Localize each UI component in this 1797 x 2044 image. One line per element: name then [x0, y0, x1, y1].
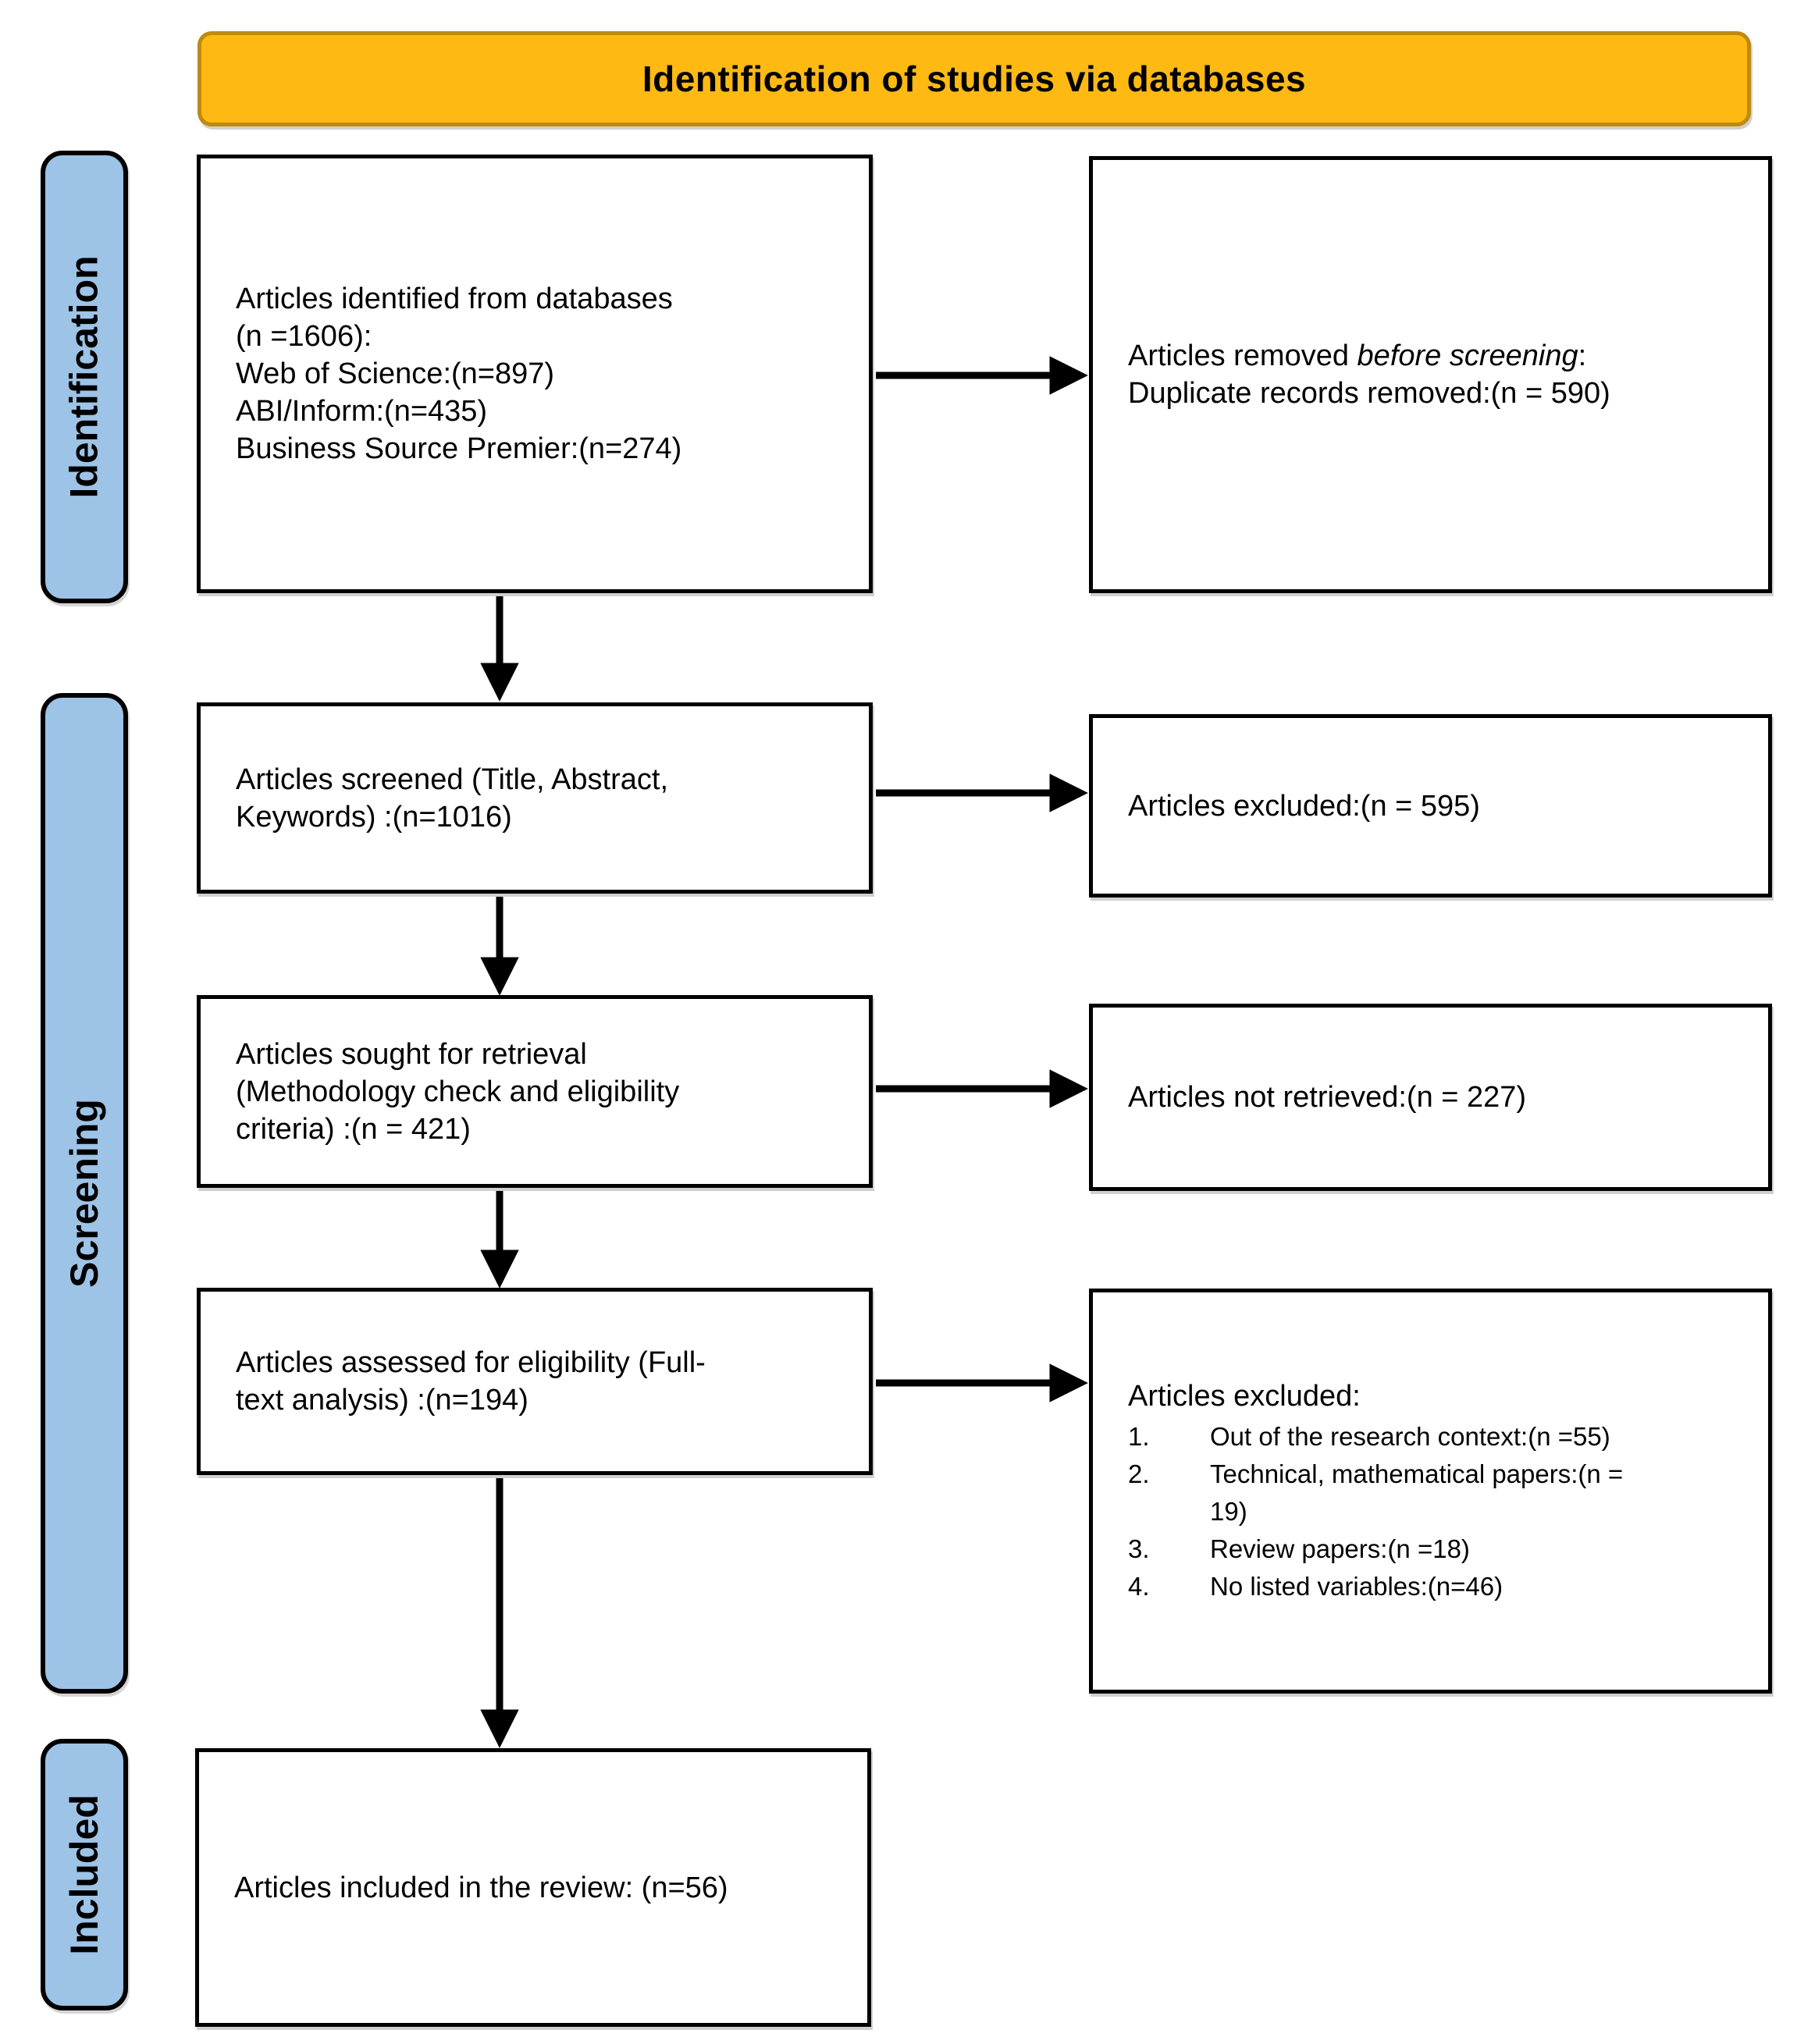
stage-label-included: Included: [41, 1739, 128, 2010]
box-articles-identified-line: Web of Science:(n=897): [236, 357, 555, 390]
list-item-number: 2.: [1128, 1459, 1150, 1488]
box-articles-not-retrieved: Articles not retrieved:(n = 227): [1089, 1004, 1772, 1191]
stage-label-screening: Screening: [41, 693, 128, 1694]
box-articles-excluded-eligibility-title: Articles excluded:: [1128, 1379, 1361, 1413]
stage-label-identification: Identification: [41, 151, 128, 603]
box-articles-assessed-line: Articles assessed for eligibility (Full-: [236, 1346, 706, 1379]
stage-identification-text: Identification: [62, 255, 107, 499]
box-articles-sought-line: Articles sought for retrieval: [236, 1037, 587, 1071]
box-articles-sought-line: (Methodology check and eligibility: [236, 1075, 680, 1108]
list-item-text: Technical, mathematical papers:(n = 19): [1210, 1459, 1624, 1526]
box-articles-not-retrieved-text: Articles not retrieved:(n = 227): [1128, 1081, 1527, 1114]
box-articles-removed: Articles removed before screening: Dupli…: [1089, 156, 1772, 593]
box-articles-sought: Articles sought for retrieval (Methodolo…: [197, 995, 873, 1188]
list-item: 4. No listed variables:(n=46): [1128, 1568, 1745, 1605]
list-item: 1. Out of the research context:(n =55): [1128, 1418, 1745, 1456]
list-item: 3. Review papers:(n =18): [1128, 1530, 1745, 1568]
box-articles-removed-line: Duplicate records removed:(n = 590): [1128, 377, 1610, 410]
box-articles-included: Articles included in the review: (n=56): [195, 1748, 871, 2027]
list-item-number: 3.: [1128, 1534, 1150, 1563]
list-item-number: 1.: [1128, 1421, 1150, 1451]
box-articles-screened-line: Articles screened (Title, Abstract,: [236, 763, 669, 796]
removed-suffix: :: [1578, 339, 1587, 372]
list-item: 2. Technical, mathematical papers:(n = 1…: [1128, 1456, 1745, 1530]
box-articles-assessed: Articles assessed for eligibility (Full-…: [197, 1288, 873, 1475]
stage-screening-text: Screening: [62, 1099, 106, 1288]
box-articles-screened-line: Keywords) :(n=1016): [236, 800, 512, 834]
list-item-text: Out of the research context:(n =55): [1210, 1421, 1610, 1451]
box-articles-identified-line: ABI/Inform:(n=435): [236, 395, 488, 428]
list-item-text: No listed variables:(n=46): [1210, 1571, 1503, 1601]
box-articles-excluded-screening-text: Articles excluded:(n = 595): [1128, 789, 1480, 823]
stage-included-text: Included: [62, 1794, 107, 1955]
removed-italic: before screening: [1357, 339, 1578, 372]
removed-prefix: Articles removed: [1128, 339, 1358, 372]
box-articles-identified: Articles identified from databases (n =1…: [197, 155, 873, 593]
box-articles-sought-line: criteria) :(n = 421): [236, 1112, 471, 1146]
list-item-number: 4.: [1128, 1571, 1150, 1601]
box-articles-included-text: Articles included in the review: (n=56): [234, 1871, 728, 1904]
list-item-text: Review papers:(n =18): [1210, 1534, 1470, 1563]
box-articles-assessed-line: text analysis) :(n=194): [236, 1384, 528, 1417]
excluded-reasons-list: 1. Out of the research context:(n =55) 2…: [1128, 1418, 1745, 1605]
box-articles-removed-line: Articles removed before screening:: [1128, 337, 1745, 375]
box-articles-excluded-eligibility: Articles excluded: 1. Out of the researc…: [1089, 1289, 1772, 1694]
header-banner: Identification of studies via databases: [197, 31, 1751, 126]
box-articles-identified-line: Articles identified from databases: [236, 283, 673, 315]
box-articles-identified-line: Business Source Premier:(n=274): [236, 432, 682, 465]
box-articles-identified-line: (n =1606):: [236, 320, 372, 353]
box-articles-screened: Articles screened (Title, Abstract, Keyw…: [197, 702, 873, 894]
box-articles-excluded-screening: Articles excluded:(n = 595): [1089, 714, 1772, 898]
header-title: Identification of studies via databases: [642, 59, 1307, 99]
